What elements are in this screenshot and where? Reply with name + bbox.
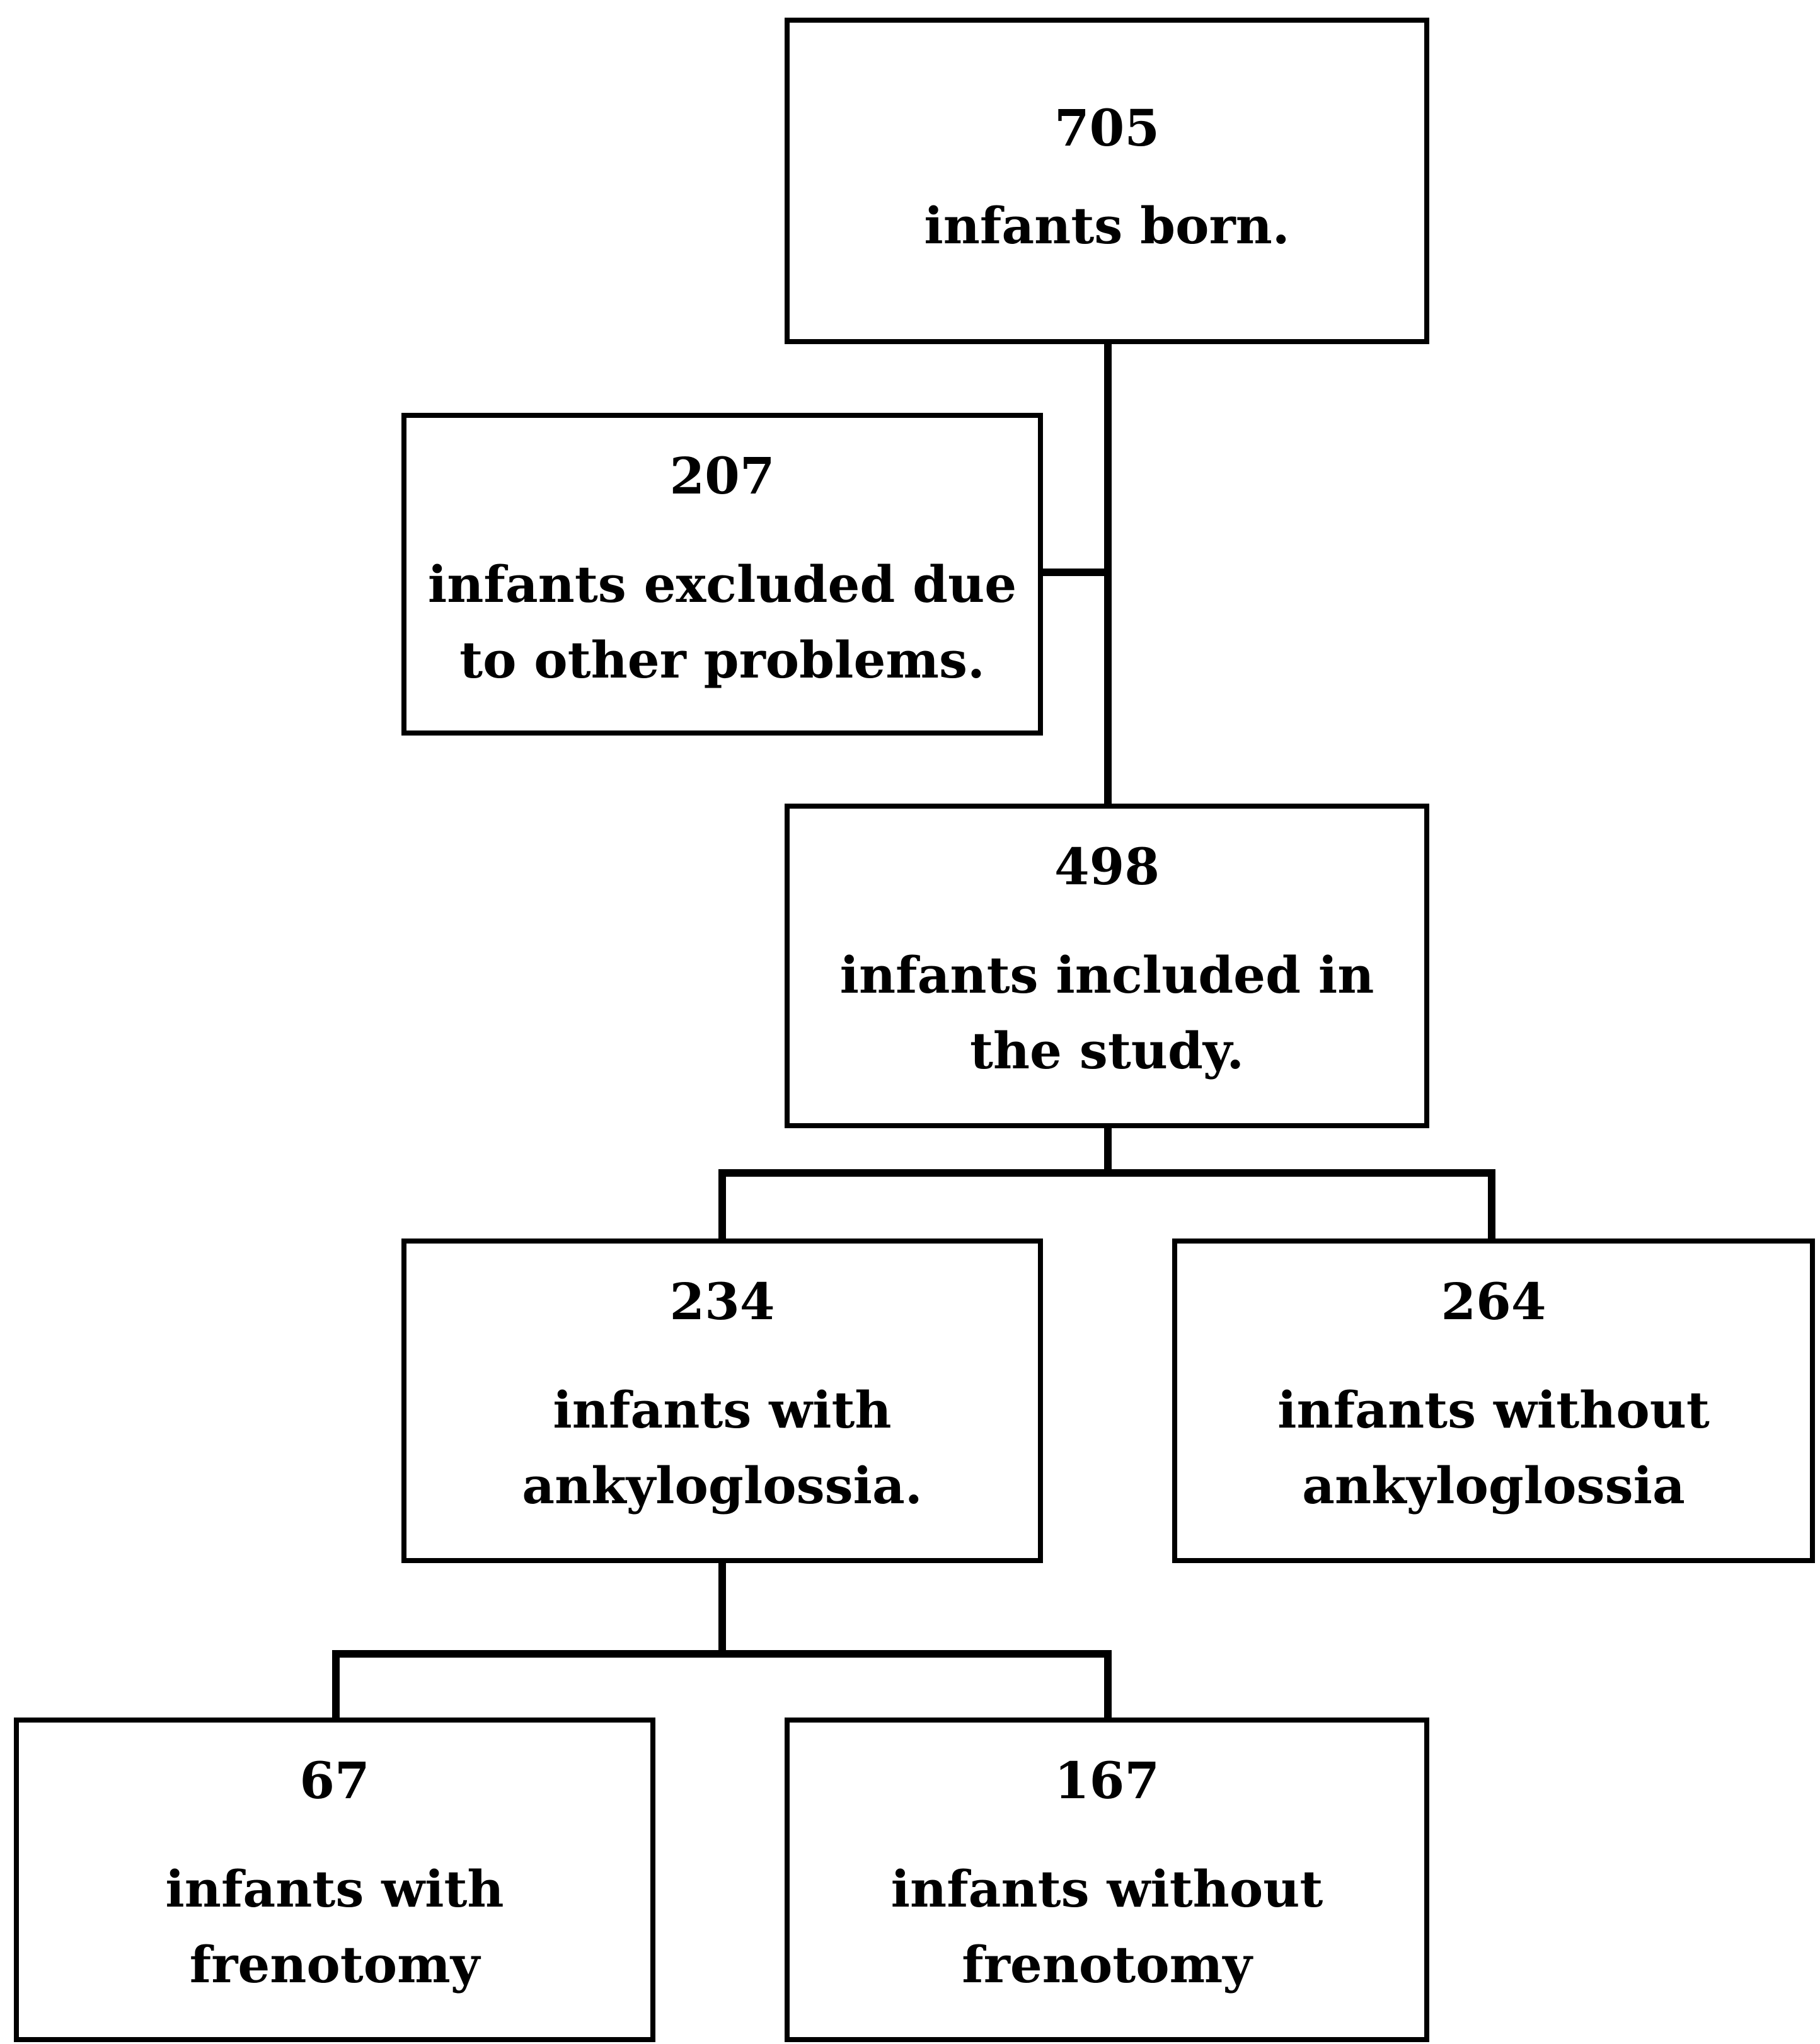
node-count: 67 [299,1751,370,1810]
node-count: 207 [669,446,775,505]
node-label-line: infants included in [839,945,1374,1005]
node-count: 167 [1054,1751,1160,1810]
node-infants-included: 498 infants included in the study. [785,804,1429,1128]
node-infants-without-frenotomy: 167 infants without frenotomy [785,1718,1429,2042]
node-label-line: ankyloglossia. [522,1456,923,1515]
node-label-line: infants excluded due [427,555,1017,614]
node-count: 234 [669,1272,775,1331]
node-label-line: infants with [165,1859,504,1919]
connector-to-without-ankyloglossia [1488,1169,1495,1242]
node-label-line: infants born. [924,196,1290,255]
connector-to-with-frenotomy [332,1650,340,1721]
connector-excluded-branch [1041,569,1112,576]
connector-included-down [1104,1125,1112,1174]
node-label-line: infants without [890,1859,1323,1919]
node-label-line: infants without [1277,1380,1710,1440]
node-infants-without-ankyloglossia: 264 infants without ankyloglossia [1172,1239,1815,1563]
node-count: 498 [1054,837,1160,896]
node-infants-excluded: 207 infants excluded due to other proble… [401,413,1043,736]
node-label-line: ankyloglossia [1302,1456,1685,1515]
node-label-line: frenotomy [962,1935,1252,1994]
node-infants-born: 705 infants born. [785,18,1429,344]
connector-to-with-ankyloglossia [718,1169,726,1242]
node-infants-with-ankyloglossia: 234 infants with ankyloglossia. [401,1239,1043,1563]
node-count: 705 [1054,98,1160,158]
node-count: 264 [1441,1272,1546,1331]
connector-ankyloglossia-down [718,1560,726,1658]
node-label-line: infants with [553,1380,892,1440]
connector-frenotomy-horizontal [332,1650,1112,1658]
node-label-line: frenotomy [189,1935,480,1994]
connector-included-horizontal [718,1169,1495,1177]
node-infants-with-frenotomy: 67 infants with frenotomy [14,1718,655,2042]
node-label-line: to other problems. [459,630,985,690]
node-label-line: the study. [969,1021,1245,1080]
connector-to-without-frenotomy [1104,1650,1112,1721]
